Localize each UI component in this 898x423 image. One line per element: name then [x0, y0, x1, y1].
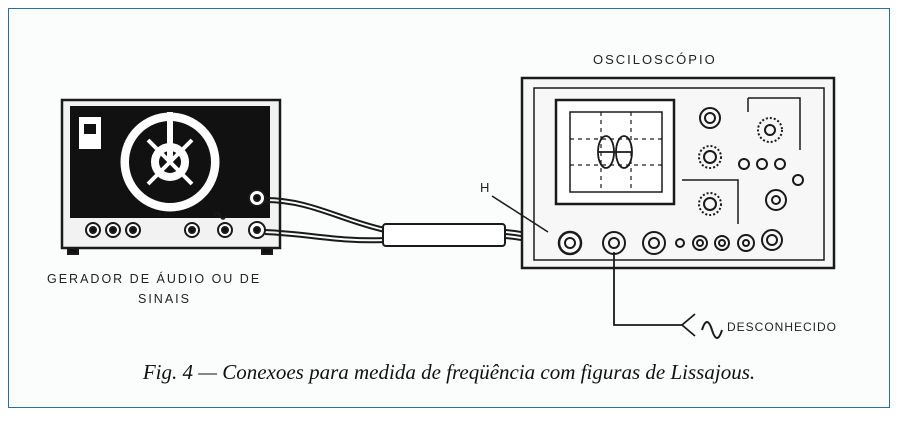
oscilloscope: [520, 76, 836, 270]
generator-knobs: [85, 189, 266, 239]
figure-caption: Fig. 4 — Conexoes para medida de freqüên…: [142, 360, 756, 384]
oscilloscope-label: OSCILOSCÓPIO: [593, 52, 717, 67]
sine-wave-icon: [213, 212, 227, 220]
h-pointer: [491, 195, 549, 233]
cable-junction: [382, 223, 506, 247]
oscilloscope-knobs: [557, 107, 804, 256]
unknown-signal-lead: [613, 252, 723, 339]
unknown-signal-label: DESCONHECIDO: [727, 320, 838, 334]
generator-label-line2: SINAIS: [138, 292, 191, 306]
generator-label-line1: GERADOR DE ÁUDIO OU DE: [47, 272, 262, 286]
dial-icon: [120, 112, 220, 212]
audio-generator: [60, 98, 282, 255]
input-connector: [557, 230, 583, 256]
lissajous-figure: [597, 135, 633, 169]
knob-icon: [757, 117, 783, 143]
sine-wave-icon: [701, 321, 723, 339]
point-h-label: H: [480, 180, 490, 195]
